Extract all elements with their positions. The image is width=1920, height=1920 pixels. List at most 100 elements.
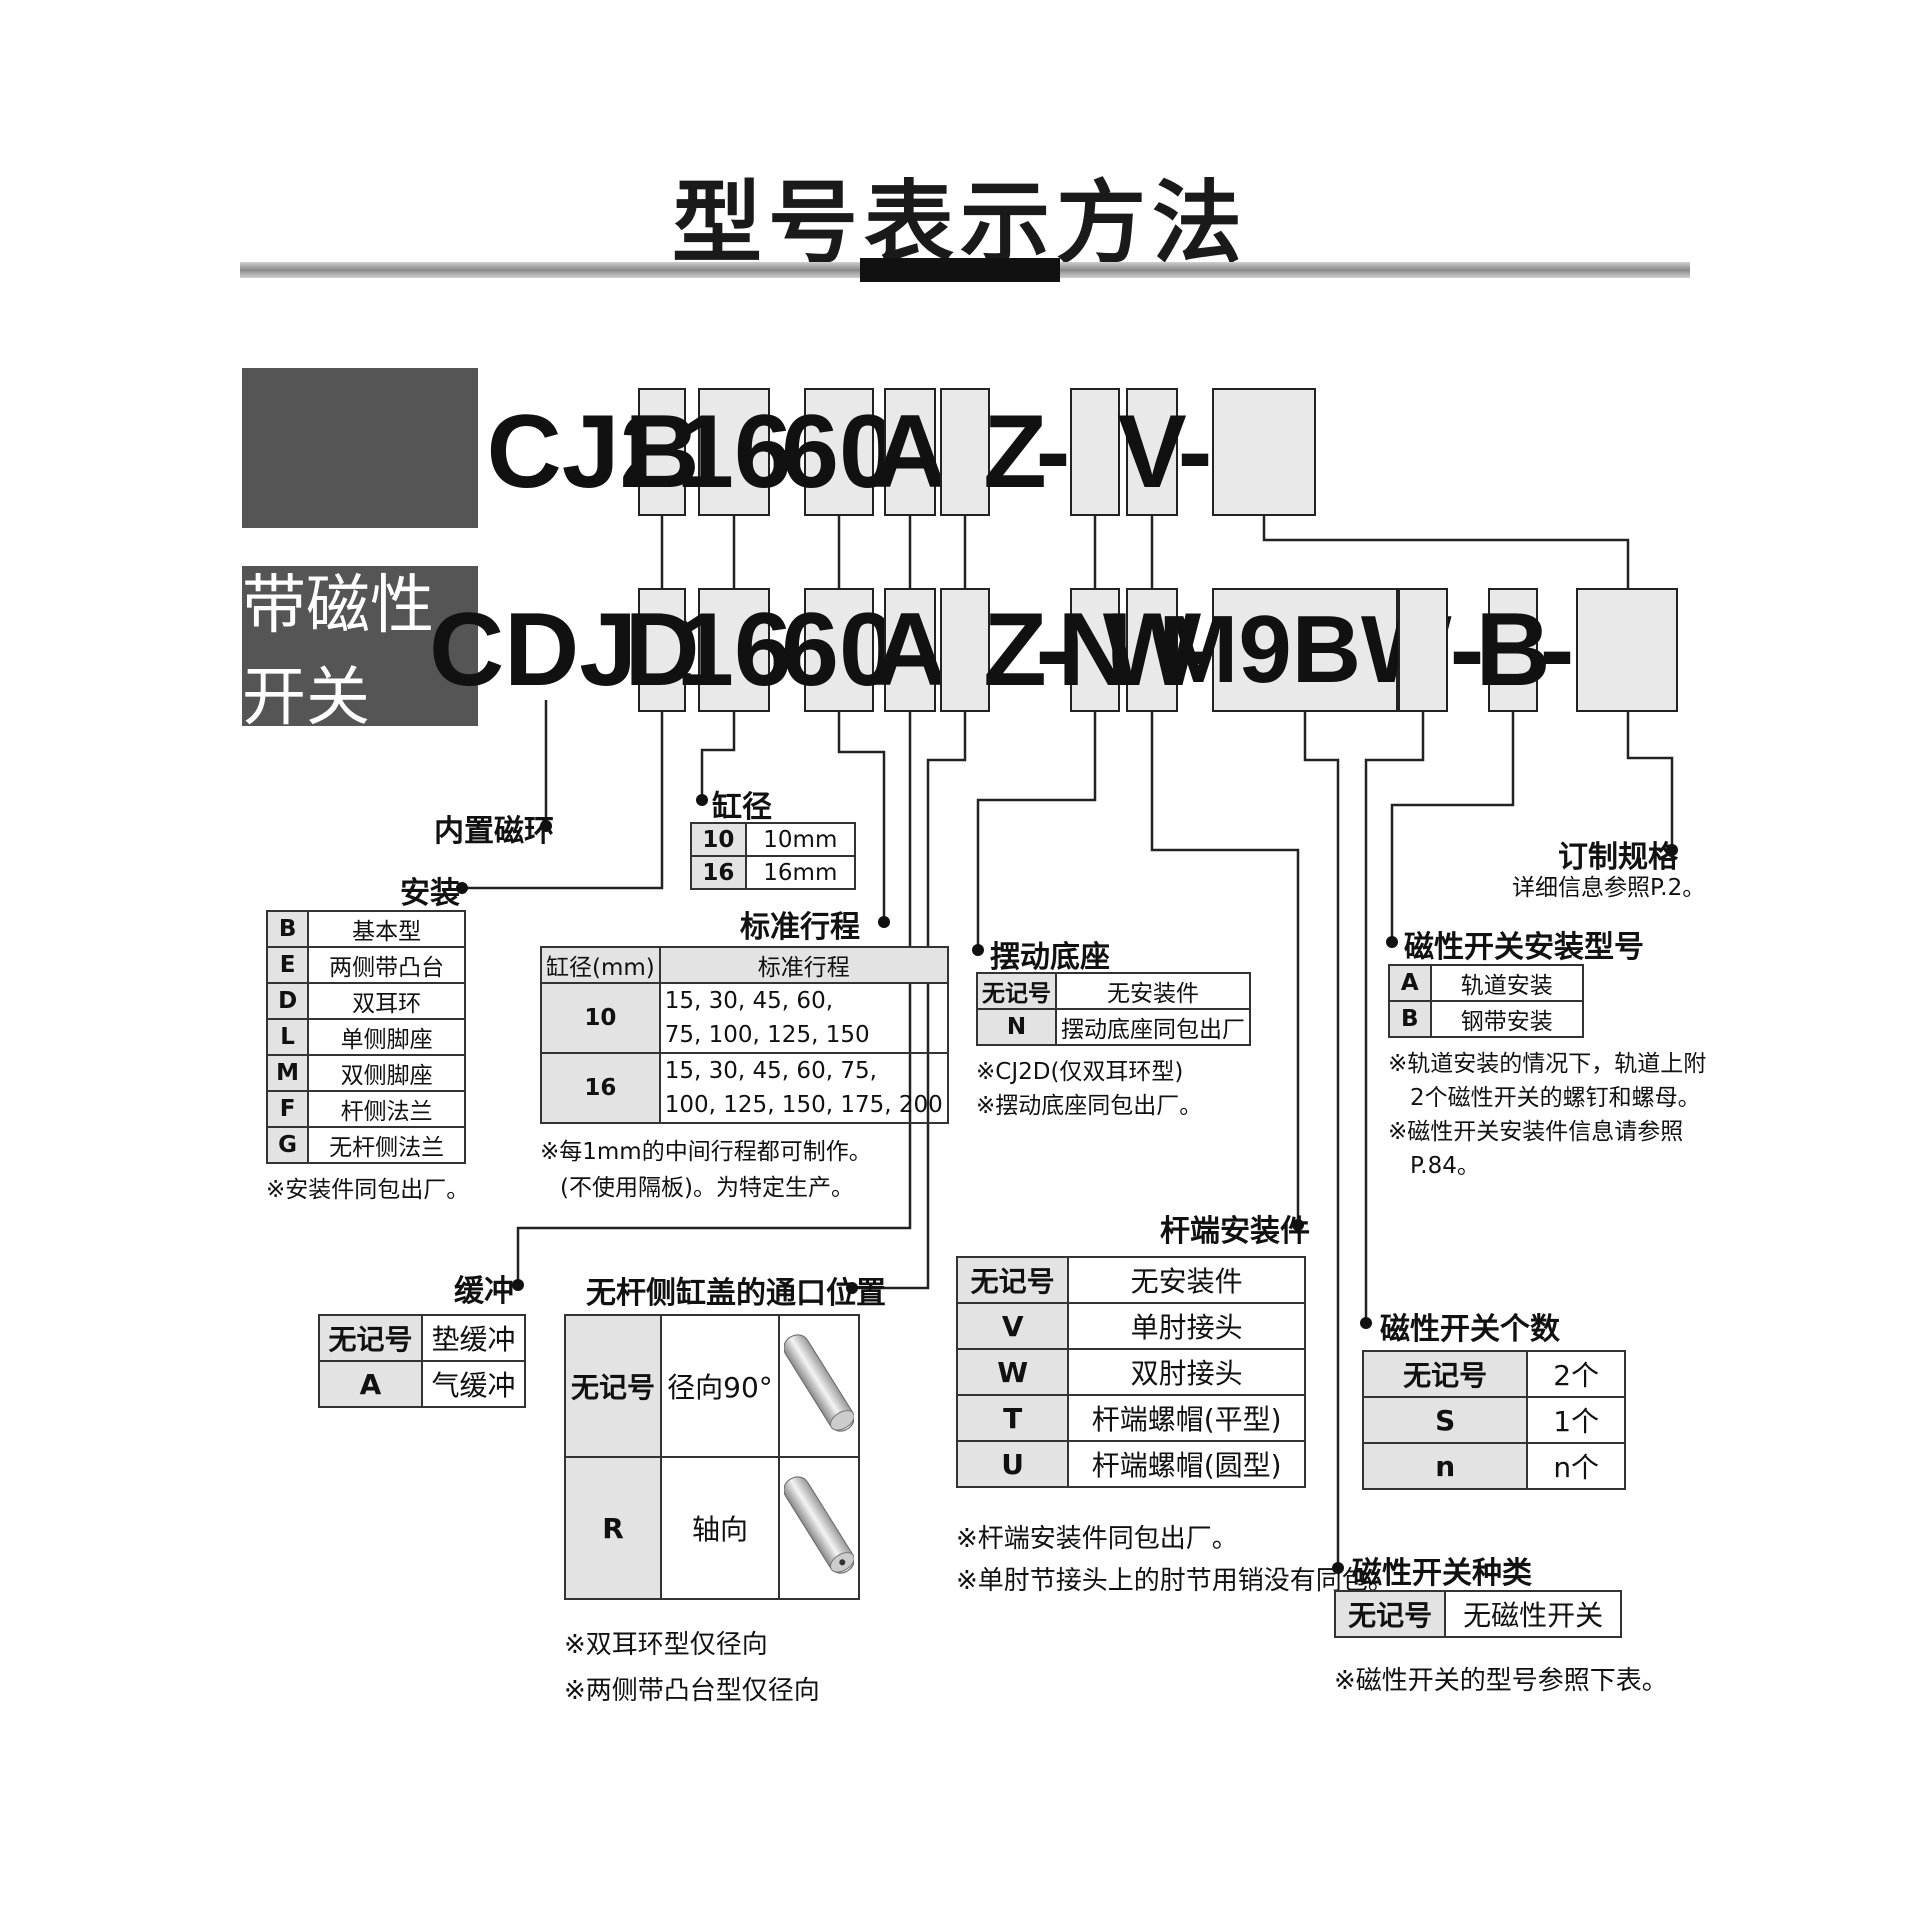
table-cell: 轴向: [659, 1456, 781, 1600]
table-cell: D: [265, 982, 310, 1020]
cdj2-port-box: [940, 588, 990, 712]
cdj2-dash-5: -: [1539, 592, 1575, 708]
table-cell: 径向90°: [659, 1314, 781, 1458]
table-cell: 两侧带凸台: [307, 946, 466, 984]
cdj2-cushion-code: A: [872, 588, 948, 712]
table-cell: 10mm: [744, 822, 857, 857]
table-cell: 单肘接头: [1067, 1302, 1306, 1350]
cj2-pivot-box: [1070, 388, 1120, 516]
table-row: 10 15, 30, 45, 60, 75, 100, 125, 150: [540, 982, 949, 1054]
table-cell: 无记号: [1361, 1350, 1529, 1398]
cdj2-made-to-order-box: [1576, 588, 1678, 712]
table-cell: B: [1388, 1000, 1432, 1038]
table-row: 无记号无安装件: [976, 972, 1251, 1010]
port-position-note-1: ※双耳环型仅径向: [564, 1630, 768, 1660]
bore-size-label: 缸径: [712, 790, 772, 825]
table-cell: 10: [540, 982, 661, 1054]
table-cell: 无安装件: [1067, 1256, 1306, 1304]
rod-end-note-2: ※单肘节接头上的肘节用销没有同包。: [956, 1566, 1394, 1596]
cdj2-dash-2: -: [1035, 592, 1071, 708]
table-cell: 轨道安装: [1429, 964, 1585, 1002]
table-cell: n个: [1526, 1442, 1626, 1490]
table-row: 无记号垫缓冲: [318, 1314, 526, 1362]
title-rule-accent: [860, 258, 1060, 282]
table-cell: 16: [690, 855, 747, 890]
pivot-bracket-note-2: ※摆动底座同包出厂。: [976, 1093, 1203, 1119]
table-cell: 双侧脚座: [307, 1054, 466, 1092]
cj2-port-box: [940, 388, 990, 516]
port-position-note-2: ※两侧带凸台型仅径向: [564, 1676, 820, 1706]
table-cell: 无记号: [1333, 1590, 1447, 1638]
magnetic-switch-tag: 带磁性开关: [242, 566, 478, 735]
table-cell: U: [955, 1440, 1070, 1488]
builtin-magnet-label: 内置磁环: [434, 814, 554, 849]
table-header-cell: 缸径(mm): [540, 946, 661, 984]
table-cell: 气缓冲: [421, 1360, 526, 1408]
axial-port-cylinder-icon: [783, 1476, 855, 1574]
table-cell: M: [265, 1054, 310, 1092]
made-to-order-note: 详细信息参照P.2。: [1512, 875, 1706, 901]
table-row: 无记号无安装件: [955, 1256, 1306, 1304]
cj2-dash-2: -: [1035, 394, 1071, 510]
table-cell: [778, 1456, 860, 1600]
table-cell: A: [1388, 964, 1432, 1002]
table-cell: 无记号: [955, 1256, 1070, 1304]
table-cell: E: [265, 946, 310, 984]
switch-mount-label: 磁性开关安装型号: [1404, 930, 1644, 965]
cdj2-dash-3: -: [1177, 592, 1213, 708]
table-cell: R: [564, 1456, 662, 1600]
switch-mount-note-1: ※轨道安装的情况下，轨道上附: [1388, 1051, 1707, 1077]
table-cell: 10: [690, 822, 747, 857]
radial-port-cylinder-icon: [783, 1334, 855, 1432]
table-cell: N: [976, 1008, 1057, 1046]
switch-mount-note-4: P.84。: [1410, 1153, 1480, 1179]
stroke-line: 15, 30, 45, 60,: [664, 988, 834, 1014]
table-row: 16 15, 30, 45, 60, 75, 100, 125, 150, 17…: [540, 1052, 949, 1124]
switch-count-label: 磁性开关个数: [1380, 1312, 1560, 1347]
table-cell: 无磁性开关: [1444, 1590, 1622, 1638]
table-row: 无记号无磁性开关: [1333, 1590, 1622, 1638]
table-cell: 钢带安装: [1429, 1000, 1585, 1038]
table-cell: n: [1361, 1442, 1529, 1490]
table-cell: T: [955, 1394, 1070, 1442]
table-cell: 无记号: [564, 1314, 662, 1458]
table-cell: 1个: [1526, 1396, 1626, 1444]
standard-stroke-note-1: ※每1mm的中间行程都可制作。: [540, 1139, 872, 1165]
table-cell: 无记号: [318, 1314, 423, 1362]
table-cell: L: [265, 1018, 310, 1056]
cj2-made-to-order-box: [1212, 388, 1316, 516]
pivot-bracket-label: 摆动底座: [990, 940, 1110, 975]
stroke-line: 15, 30, 45, 60, 75,: [664, 1058, 877, 1084]
table-cell: W: [955, 1348, 1070, 1396]
table-cell: 双肘接头: [1067, 1348, 1306, 1396]
table-cell: 无杆侧法兰: [307, 1126, 466, 1164]
table-cell: 摆动底座同包出厂: [1055, 1008, 1251, 1046]
cdj2-dash-4: -: [1449, 592, 1485, 708]
stroke-line: 100, 125, 150, 175, 200: [664, 1092, 943, 1118]
cj2-cushion-code: A: [872, 388, 948, 516]
table-cell: G: [265, 1126, 310, 1164]
table-cell: 15, 30, 45, 60, 75, 100, 125, 150: [658, 982, 949, 1054]
table-cell: A: [318, 1360, 423, 1408]
table-cell: 基本型: [307, 910, 466, 948]
